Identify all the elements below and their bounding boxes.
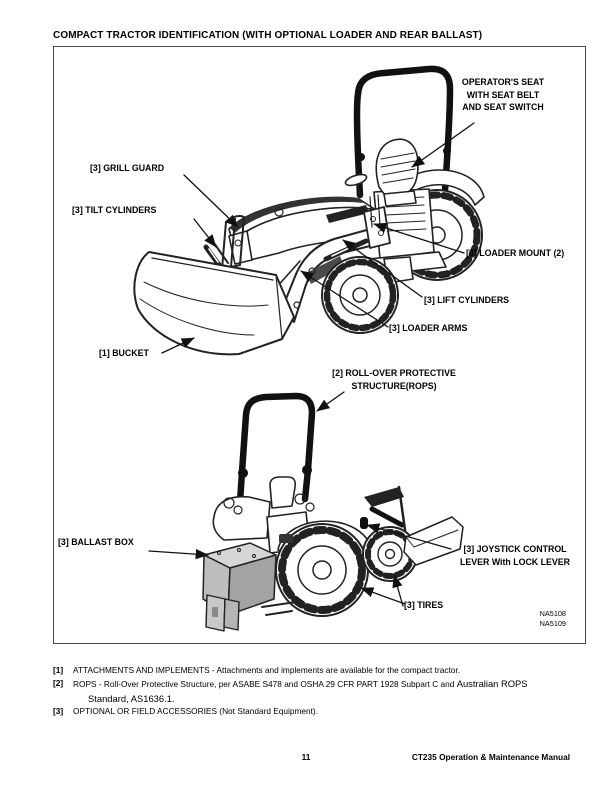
callout-bucket: [1] BUCKET <box>99 348 149 358</box>
figure-codes: NA5108 NA5109 <box>540 609 566 629</box>
footnote-3: [3] OPTIONAL OR FIELD ACCESSORIES (Not S… <box>53 705 583 718</box>
tractor-front-loader-illustration <box>133 65 485 356</box>
footnote-2-text: ROPS - Roll-Over Protective Structure, p… <box>73 679 455 690</box>
callout-rops-line1: [2] ROLL-OVER PROTECTIVE <box>332 368 456 378</box>
tractor-rear-ballast-illustration <box>202 392 464 632</box>
footnote-3-text: OPTIONAL OR FIELD ACCESSORIES (Not Stand… <box>73 706 318 717</box>
callout-rops-line2: STRUCTURE(ROPS) <box>351 380 437 391</box>
figure-code-2: NA5109 <box>539 619 566 628</box>
callout-joystick-line1: [3] JOYSTICK CONTROL <box>463 544 567 554</box>
callout-tires: [3] TIRES <box>404 600 444 610</box>
page-title: COMPACT TRACTOR IDENTIFICATION (WITH OPT… <box>53 30 483 41</box>
callout-joystick: [3] JOYSTICK CONTROL LEVER With LOCK LEV… <box>444 543 586 568</box>
manual-title: CT235 Operation & Maintenance Manual <box>411 752 570 762</box>
footnotes: [1] ATTACHMENTS AND IMPLEMENTS - Attachm… <box>53 664 583 719</box>
callout-operators-seat-line2: WITH SEAT BELT <box>466 89 540 100</box>
footnote-1-marker: [1] <box>53 665 64 675</box>
footnote-2-body: ROPS - Roll-Over Protective Structure, p… <box>73 677 583 705</box>
tractor-diagram <box>133 65 485 632</box>
callout-operators-seat-line3: AND SEAT SWITCH <box>462 102 544 112</box>
page-number: 11 <box>301 752 311 762</box>
figure-box: OPERATOR'S SEAT WITH SEAT BELT AND SEAT … <box>53 46 586 644</box>
footnote-1: [1] ATTACHMENTS AND IMPLEMENTS - Attachm… <box>53 664 583 677</box>
callout-grill-guard: [3] GRILL GUARD <box>90 163 165 173</box>
callout-loader-arms: [3] LOADER ARMS <box>389 323 468 333</box>
callout-joystick-line2: LEVER With LOCK LEVER <box>460 556 570 567</box>
footnote-3-marker: [3] <box>53 706 64 717</box>
callout-tilt-cylinders: [3] TILT CYLINDERS <box>72 205 157 215</box>
callout-operators-seat-line1: OPERATOR'S SEAT <box>461 77 545 87</box>
footnote-2: [2] ROPS - Roll-Over Protective Structur… <box>53 677 583 705</box>
callout-operators-seat: OPERATOR'S SEAT WITH SEAT BELT AND SEAT … <box>447 76 559 114</box>
callout-lift-cylinders: [3] LIFT CYLINDERS <box>424 295 510 305</box>
leader-arrows <box>148 122 475 607</box>
footnote-1-text: ATTACHMENTS AND IMPLEMENTS - Attachments… <box>73 665 461 675</box>
footnote-2-marker: [2] <box>53 678 64 689</box>
footnote-2-text-large: Australian ROPS <box>456 678 528 690</box>
callout-loader-mount: [3] LOADER MOUNT (2) <box>466 248 565 258</box>
callout-rops: [2] ROLL-OVER PROTECTIVE STRUCTURE(ROPS) <box>314 367 474 392</box>
callout-ballast-box: [3] BALLAST BOX <box>58 537 134 547</box>
figure-code-1: NA5108 <box>539 609 566 618</box>
footnote-2-line2: Standard, AS1636.1. <box>88 692 175 704</box>
